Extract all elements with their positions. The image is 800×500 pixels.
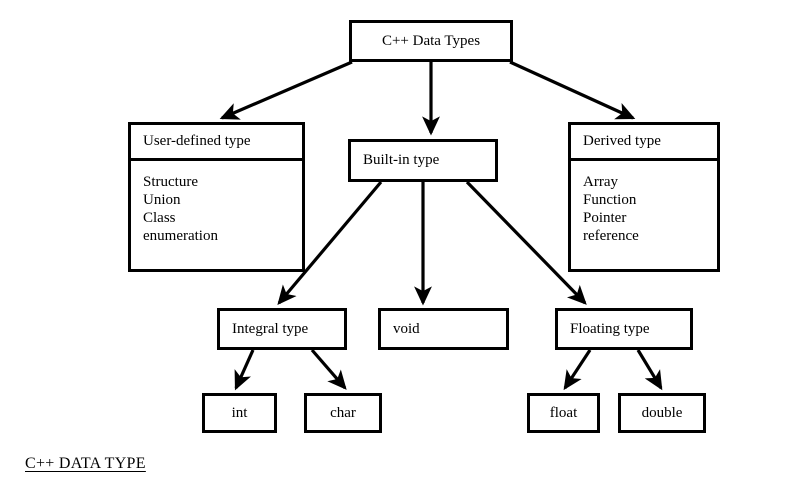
list-item: Array (583, 174, 618, 190)
list-item: Structure (143, 174, 198, 190)
node-user-defined-type[interactable]: User-defined type Structure Union Class … (128, 122, 305, 272)
edge-floating-to-double (636, 349, 663, 391)
edge-root-to-derived (509, 60, 636, 120)
node-header: Derived type (571, 125, 717, 161)
node-label: int (231, 404, 248, 421)
node-item-list: Structure Union Class enumeration (131, 161, 302, 245)
node-label: char (330, 404, 356, 421)
node-label: float (549, 404, 578, 421)
node-label: Floating type (570, 320, 650, 337)
node-item-list: Array Function Pointer reference (571, 161, 717, 245)
node-int[interactable]: int (202, 393, 277, 433)
list-item: enumeration (143, 228, 218, 244)
node-char[interactable]: char (304, 393, 382, 433)
list-item: Union (143, 192, 181, 208)
node-label: C++ Data Types (381, 32, 481, 49)
edge-integral-to-int (234, 349, 255, 391)
node-floating-type[interactable]: Floating type (555, 308, 693, 350)
list-item: Function (583, 192, 637, 208)
node-label: Integral type (232, 320, 309, 337)
node-built-in-type[interactable]: Built-in type (348, 139, 498, 182)
edge-floating-to-float (563, 349, 592, 391)
node-label: double (641, 404, 683, 421)
node-label: void (393, 320, 420, 337)
list-item: Pointer (583, 210, 627, 226)
node-integral-type[interactable]: Integral type (217, 308, 347, 350)
list-item: Class (143, 210, 176, 226)
node-label: Derived type (583, 133, 661, 150)
node-cpp-data-types[interactable]: C++ Data Types (349, 20, 513, 62)
node-label: Built-in type (363, 152, 440, 169)
diagram-caption: C++ DATA TYPE (25, 455, 146, 472)
node-label: User-defined type (143, 133, 251, 150)
node-double[interactable]: double (618, 393, 706, 433)
node-void[interactable]: void (378, 308, 509, 350)
node-float[interactable]: float (527, 393, 600, 433)
node-header: User-defined type (131, 125, 302, 161)
list-item: reference (583, 228, 639, 244)
edge-integral-to-char (310, 348, 347, 390)
edge-root-to-user-defined (219, 60, 353, 120)
node-derived-type[interactable]: Derived type Array Function Pointer refe… (568, 122, 720, 272)
